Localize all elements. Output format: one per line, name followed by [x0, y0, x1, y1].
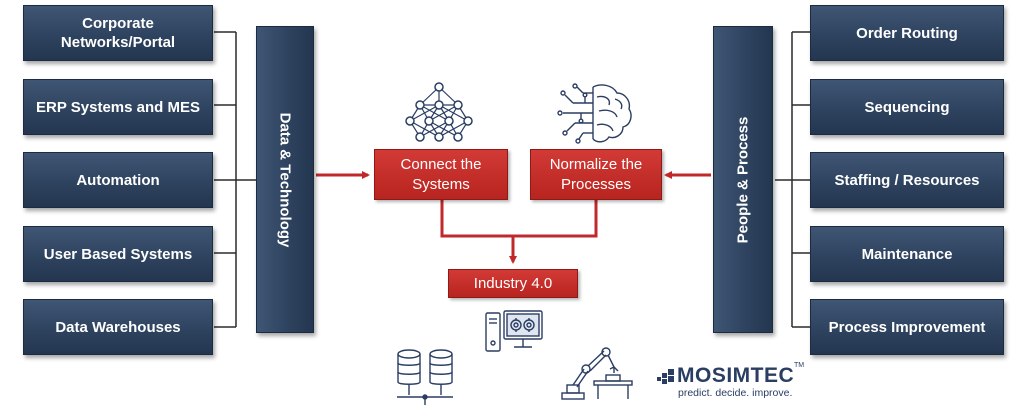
right-box-label: Sequencing: [864, 98, 950, 116]
normalize-processes-label: Normalize the Processes: [549, 155, 643, 193]
right-box-order-routing: Order Routing: [810, 5, 1004, 61]
left-box-erp-systems: ERP Systems and MES: [23, 79, 213, 135]
left-box-label: Corporate Networks/Portal: [60, 15, 176, 51]
connect-systems-box: Connect the Systems: [374, 149, 508, 200]
computer-gears-icon: [485, 310, 543, 352]
mosimtec-logo: MOSIMTEC TM predict. decide. improve.: [657, 362, 807, 400]
logo-squares-icon: [657, 369, 674, 384]
right-box-maintenance: Maintenance: [810, 226, 1004, 282]
left-box-label: Automation: [76, 171, 160, 189]
data-technology-label: Data & Technology: [276, 112, 294, 247]
right-box-label: Maintenance: [861, 245, 953, 263]
right-box-label: Staffing / Resources: [834, 171, 980, 189]
left-box-corporate-networks: Corporate Networks/Portal: [23, 5, 213, 61]
red-flow-arrows: [316, 171, 711, 264]
right-box-staffing-resources: Staffing / Resources: [810, 152, 1004, 208]
right-box-process-improvement: Process Improvement: [810, 299, 1004, 355]
right-box-sequencing: Sequencing: [810, 79, 1004, 135]
left-box-automation: Automation: [23, 152, 213, 208]
left-box-label: User Based Systems: [43, 245, 193, 263]
left-box-user-based-systems: User Based Systems: [23, 226, 213, 282]
left-box-label: ERP Systems and MES: [36, 98, 200, 116]
right-bracket: [775, 31, 810, 328]
data-technology-bar: Data & Technology: [256, 26, 314, 333]
right-box-label: Process Improvement: [828, 318, 986, 336]
logo-trademark: TM: [794, 362, 805, 369]
neural-network-icon: [405, 82, 473, 142]
people-process-label: People & Process: [734, 116, 752, 243]
industry-4-label: Industry 4.0: [473, 274, 553, 292]
robot-arm-icon: [561, 347, 633, 400]
industry-4-box: Industry 4.0: [448, 269, 578, 298]
brain-circuit-icon: [557, 83, 632, 144]
connect-systems-label: Connect the Systems: [400, 155, 482, 193]
left-box-label: Data Warehouses: [55, 318, 181, 336]
right-box-label: Order Routing: [856, 24, 958, 42]
left-box-data-warehouses: Data Warehouses: [23, 299, 213, 355]
normalize-processes-box: Normalize the Processes: [530, 149, 662, 200]
logo-name: MOSIMTEC: [677, 364, 795, 387]
people-process-bar: People & Process: [713, 26, 773, 333]
database-network-icon: [397, 349, 453, 405]
left-bracket: [214, 31, 256, 328]
logo-tagline: predict. decide. improve.: [678, 387, 793, 399]
